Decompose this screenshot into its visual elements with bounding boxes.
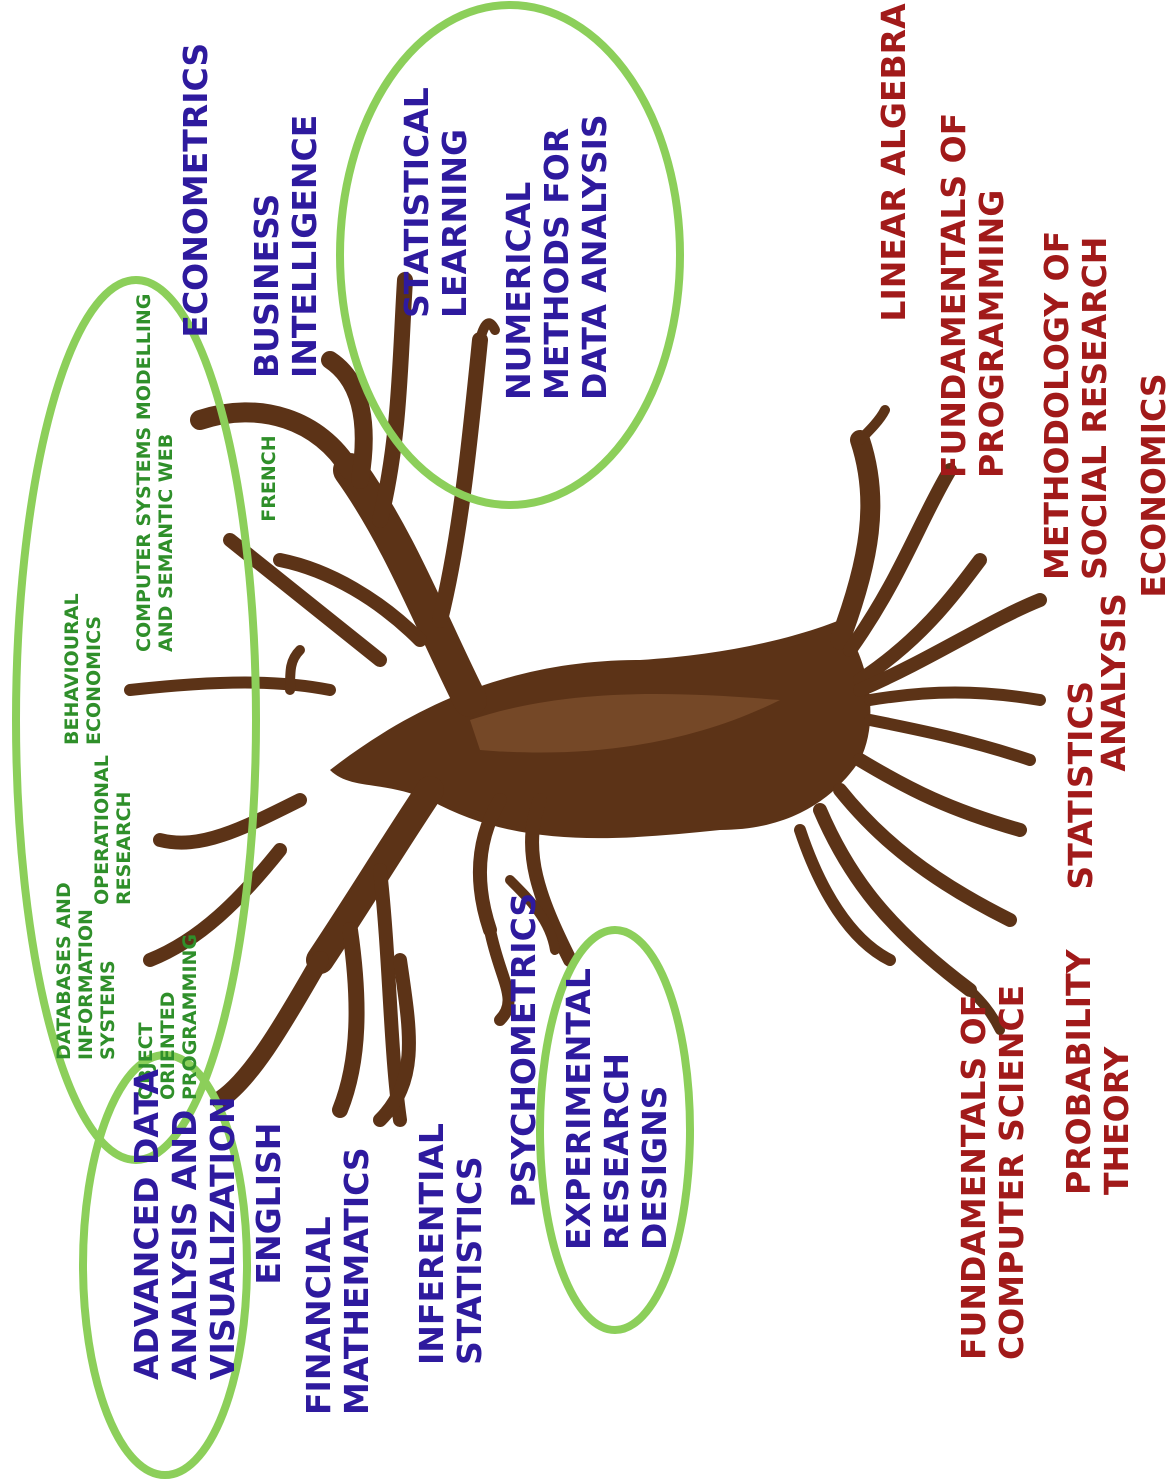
highlight-circle-statistical-learning <box>336 1 684 509</box>
label-linear-algebra: LINEAR ALGEBRA <box>874 0 913 402</box>
tree-trunk-highlight <box>470 694 780 753</box>
label-fundamentals-programming: FUNDAMENTALS OF PROGRAMMING <box>934 32 1011 478</box>
label-object-oriented: OBJECT ORIENTED PROGRAMMING <box>135 901 201 1100</box>
label-economics: ECONOMICS <box>1134 316 1173 678</box>
label-analysis: ANALYSIS <box>1094 536 1133 852</box>
highlight-circle-electives <box>12 276 260 1164</box>
label-statistics: STATISTICS <box>1061 623 1100 970</box>
elective-topic-labels: COMPUTER SYSTEMS MODELLING AND SEMANTIC … <box>53 247 280 1100</box>
label-methodology: METHODOLOGY OF SOCIAL RESEARCH <box>1037 150 1114 580</box>
label-french: FRENCH <box>258 402 280 568</box>
label-computer-systems: COMPUTER SYSTEMS MODELLING AND SEMANTIC … <box>133 247 177 652</box>
label-databases: DATABASES AND INFORMATION SYSTEMS <box>53 836 119 1060</box>
highlight-circle-advanced-data <box>79 1051 251 1479</box>
root-topic-labels: LINEAR ALGEBRA FUNDAMENTALS OF PROGRAMMI… <box>874 0 1173 1360</box>
label-advanced-data-analysis: ADVANCED DATA ANALYSIS AND VISUALIZATION <box>127 989 242 1380</box>
tree-illustration <box>124 272 1047 1127</box>
label-experimental-research: EXPERIMENTAL RESEARCH DESIGNS <box>559 888 674 1250</box>
label-numerical-methods: NUMERICAL METHODS FOR DATA ANALYSIS <box>499 47 614 400</box>
label-behavioural-economics: BEHAVIOURAL ECONOMICS <box>61 547 105 745</box>
label-statistical-learning: STATISTICAL LEARNING <box>397 7 474 318</box>
highlight-circles <box>12 1 694 1479</box>
label-operational-research: OPERATIONAL RESEARCH <box>91 709 135 905</box>
label-business-intelligence: BUSINESS INTELLIGENCE <box>247 57 324 378</box>
lower-branches <box>143 776 577 1127</box>
label-probability: PROBABILITY THEORY <box>1059 869 1136 1195</box>
highlight-circle-experimental <box>536 926 694 1334</box>
label-english: ENGLISH <box>249 1065 288 1365</box>
label-financial-mathematics: FINANCIAL MATHEMATICS <box>299 1090 376 1415</box>
tree-roots <box>794 405 1047 1035</box>
label-inferential-statistics: INFERENTIAL STATISTICS <box>412 1043 489 1365</box>
label-fundamentals-cs: FUNDAMENTALS OF COMPUTER SCIENCE <box>954 914 1031 1360</box>
label-psychometrics: PSYCHOMETRICS <box>504 835 543 1288</box>
left-topic-labels: ADVANCED DATA ANALYSIS AND VISUALIZATION… <box>127 835 674 1415</box>
top-topic-labels: ECONOMETRICS BUSINESS INTELLIGENCE STATI… <box>176 0 614 418</box>
label-econometrics: ECONOMETRICS <box>176 0 215 418</box>
